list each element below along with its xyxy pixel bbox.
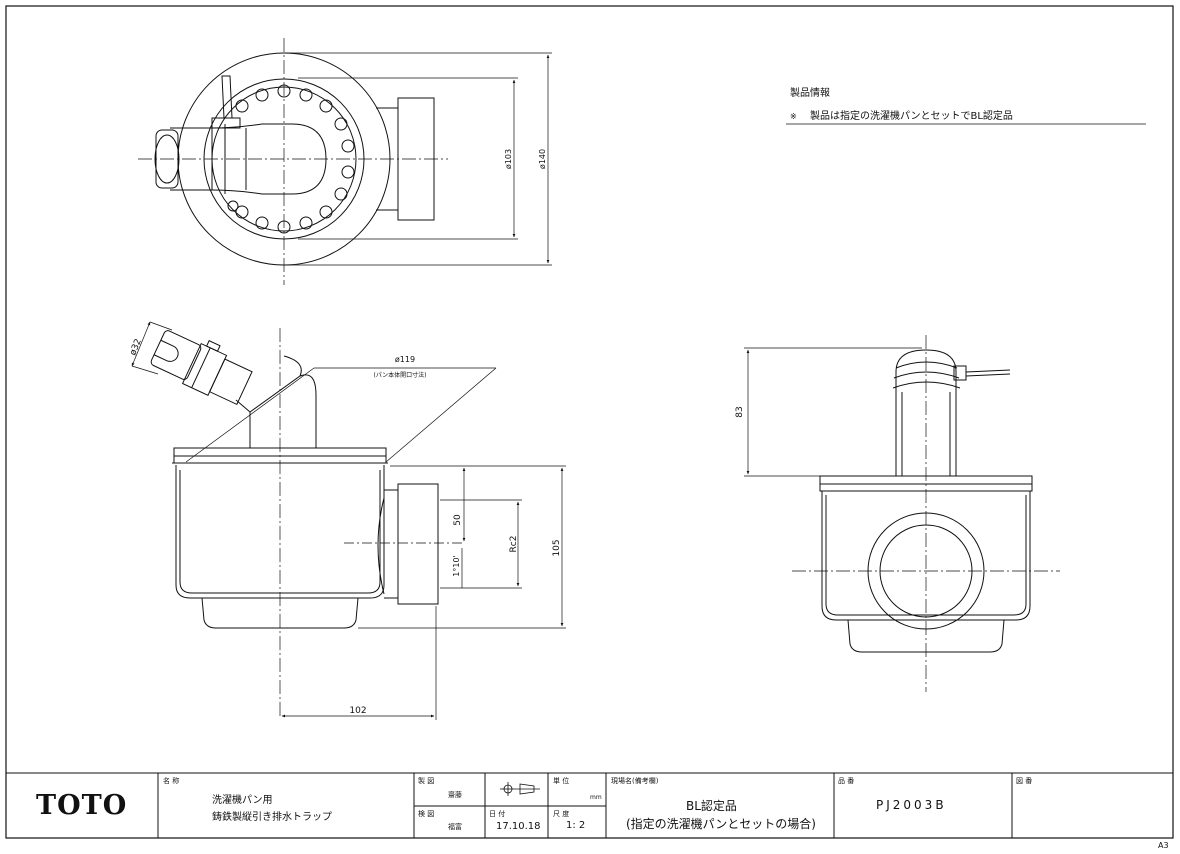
info-heading: 製品情報: [790, 86, 830, 99]
scale-value: 1: 2: [566, 820, 586, 831]
dim-top-outer: ø140: [538, 149, 547, 169]
dim-pipe-dia: ø32: [128, 338, 144, 357]
name-label: 名 称: [163, 777, 180, 785]
title-block: [6, 772, 1173, 838]
drawing-no-label: 図 番: [1016, 777, 1033, 785]
dim-pan-hole: ø119: [395, 355, 415, 364]
toto-logo: TOTO: [36, 790, 128, 821]
dim-slope: 1°10': [452, 555, 461, 576]
dim-length: 102: [349, 706, 366, 716]
unit-value: mm: [590, 794, 602, 801]
checked-label: 検 図: [418, 810, 435, 818]
product-no: PJ2003B: [876, 798, 947, 812]
sheet-border: [5, 5, 1174, 839]
front-view: [131, 321, 566, 720]
name-line-1: 洗濯機パン用: [212, 795, 273, 806]
dimension-texts: ø103 ø140 ø32 ø119 (パン本体開口寸法) 50 Rc2 1°1…: [128, 149, 745, 716]
checked-by: 福富: [448, 823, 462, 831]
product-no-label: 品 番: [838, 777, 855, 785]
dim-pan-hole-note: (パン本体開口寸法): [374, 371, 427, 379]
info-note-mark: ※: [790, 112, 797, 121]
projection-symbol-icon: [500, 782, 540, 796]
unit-label: 単 位: [553, 777, 570, 785]
scale-label: 尺 度: [553, 810, 570, 818]
drawn-by: 齋藤: [448, 791, 462, 799]
dim-thread: Rc2: [509, 536, 519, 553]
sheet-size: A3: [1158, 841, 1169, 850]
dim-outlet-offset: 50: [453, 514, 463, 526]
site-label: 現場名(備考欄): [611, 777, 659, 785]
site-line-2: (指定の洗濯機パンとセットの場合): [626, 817, 816, 831]
info-note: 製品は指定の洗濯機パンとセットでBL認定品: [810, 109, 1013, 122]
top-view: [138, 38, 552, 285]
date-label: 日 付: [489, 810, 506, 818]
date-value: 17.10.18: [496, 821, 541, 832]
side-view: [744, 335, 1060, 692]
name-line-2: 鋳鉄製縦引き排水トラップ: [212, 812, 332, 823]
bolt-holes: [227, 84, 355, 234]
dim-top-inner: ø103: [504, 149, 513, 169]
drawn-label: 製 図: [418, 777, 435, 785]
dim-height: 105: [552, 539, 562, 556]
site-line-1: BL認定品: [686, 799, 737, 813]
dim-side-height: 83: [735, 406, 745, 417]
